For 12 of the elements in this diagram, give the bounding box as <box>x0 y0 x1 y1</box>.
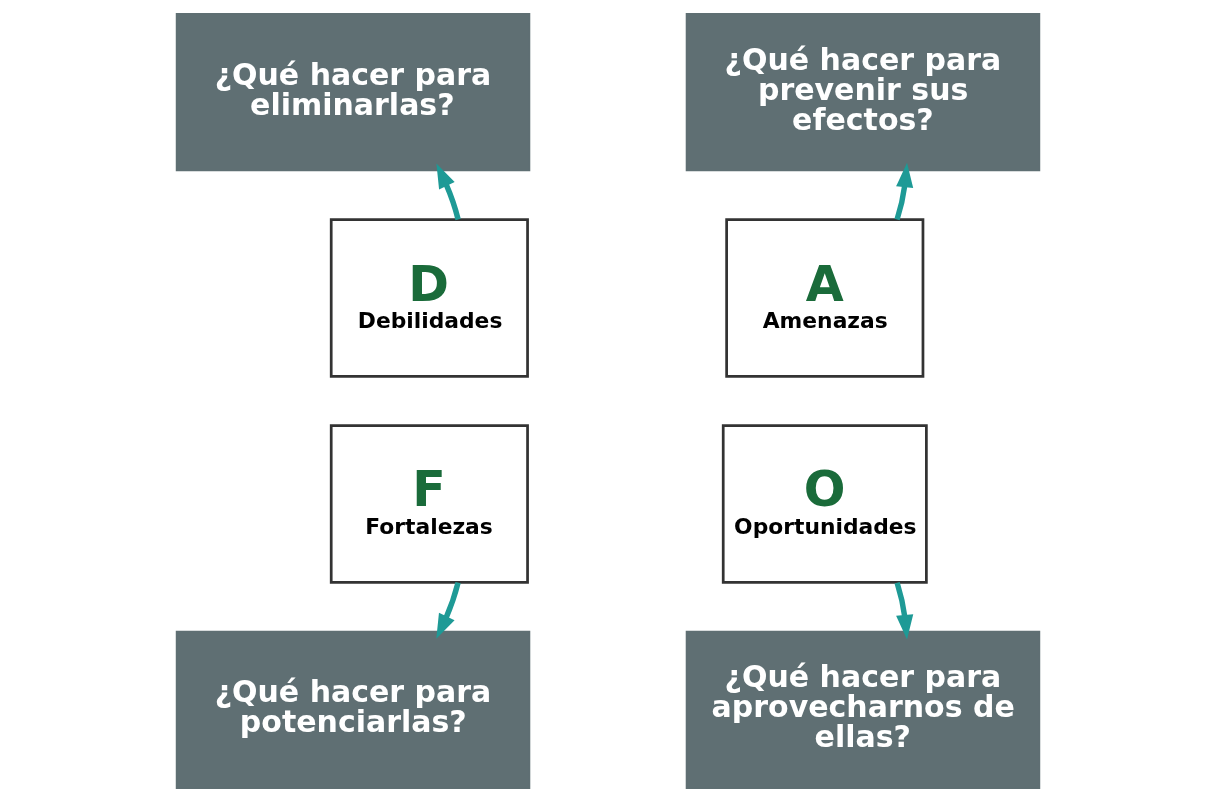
arrow <box>894 581 913 640</box>
node-box: ¿Qué hacer para eliminarlas? <box>175 13 530 172</box>
arrow <box>435 582 461 639</box>
node-box: ¿Qué hacer para aprovecharnos de ellas? <box>685 630 1040 789</box>
arrow <box>893 162 913 221</box>
arrow <box>435 163 461 221</box>
node-box: ¿Qué hacer para prevenir sus efectos? <box>685 13 1040 172</box>
node-box: F Fortalezas <box>329 424 529 584</box>
node-box: ¿Qué hacer para potenciarlas? <box>175 630 530 789</box>
node-box: D Debilidades <box>329 218 529 378</box>
node-box: O Oportunidades <box>721 424 928 584</box>
node-box: A Amenazas <box>724 218 924 378</box>
